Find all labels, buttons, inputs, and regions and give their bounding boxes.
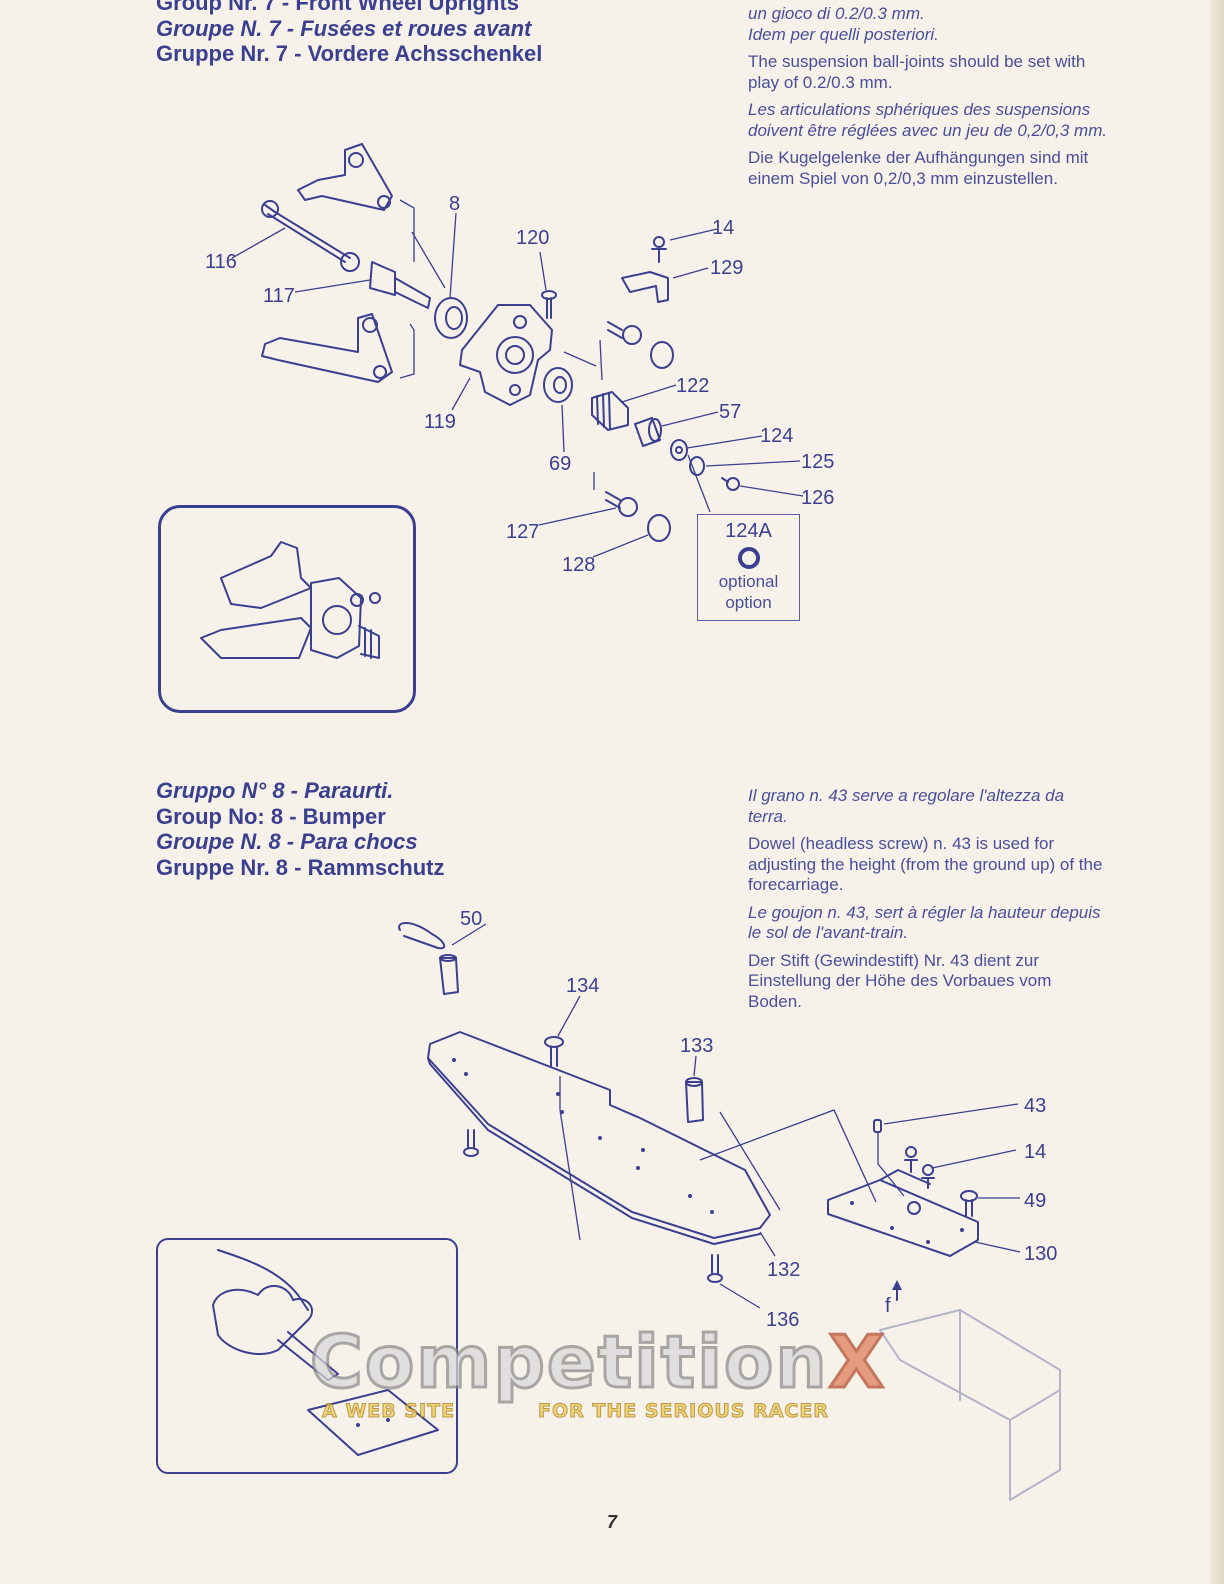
label-116: 116 — [205, 251, 237, 273]
part-117 — [369, 261, 431, 309]
label-50: 50 — [460, 908, 482, 930]
label-134: 134 — [566, 975, 599, 997]
label-127: 127 — [506, 521, 539, 543]
assembled-upright-illustration — [200, 541, 381, 659]
bumper-plate-132 — [427, 1031, 771, 1245]
option-code: 124A — [725, 520, 772, 542]
ballstud-upper — [607, 321, 642, 345]
option-it: optional — [718, 572, 779, 591]
group7-title-fr: Groupe N. 7 - Fusées et roues avant — [156, 15, 532, 41]
bracket-129 — [621, 271, 669, 303]
label-133: 133 — [680, 1035, 713, 1057]
note7-it-2: Idem per quelli posteriori. — [748, 24, 939, 44]
note7-de: Die Kugelgelenke der Aufhängungen sind m… — [748, 148, 1089, 188]
label-128: 128 — [562, 554, 595, 576]
label-120: 120 — [516, 227, 549, 249]
note8-it: Il grano n. 43 serve a regolare l'altezz… — [748, 786, 1065, 826]
group8-title: Gruppo N° 8 - Paraurti. Group No: 8 - Bu… — [156, 778, 445, 880]
upper-wishbone — [297, 143, 393, 211]
group7-title-de: Gruppe Nr. 7 - Vordere Achsschenkel — [156, 41, 543, 66]
upright-119 — [459, 304, 553, 406]
watermark-logo: CompetitionX — [309, 1319, 887, 1406]
screw-49 — [960, 1190, 978, 1217]
label-119: 119 — [424, 411, 456, 433]
note8-fr: Le goujon n. 43, sert à régler la hauteu… — [748, 902, 1101, 943]
group7-title: Group Nr. 7 - Front Wheel Uprights Group… — [156, 0, 542, 67]
watermark-sub-right: FOR THE SERIOUS RACER — [538, 1400, 829, 1423]
hand-adjust-illustration — [212, 1249, 439, 1456]
driveshaft-116 — [261, 200, 360, 272]
screw-126 — [721, 477, 740, 491]
page-number: 7 — [607, 1512, 618, 1532]
spacer-57 — [634, 417, 662, 447]
note7-en: The suspension ball-joints should be set… — [748, 52, 1086, 92]
mount-130 — [827, 1169, 979, 1257]
label-14b: 14 — [1024, 1141, 1046, 1163]
label-43: 43 — [1024, 1095, 1046, 1117]
ballstud-14b — [904, 1146, 935, 1189]
ballstud-127 — [605, 491, 638, 517]
option-box-124A: 124A optional option — [697, 514, 800, 621]
label-69: 69 — [549, 453, 571, 475]
lower-wishbone — [261, 313, 393, 383]
chassis-ghost — [879, 1309, 1061, 1501]
group8-note: Il grano n. 43 serve a regolare l'altezz… — [748, 786, 1108, 1019]
note7-fr: Les articulations sphériques des suspens… — [748, 100, 1108, 140]
screw-134 — [544, 1036, 564, 1067]
label-117: 117 — [263, 285, 295, 307]
pin-50 — [398, 922, 459, 995]
note8-de: Der Stift (Gewindestift) Nr. 43 dient zu… — [748, 950, 1052, 1011]
balljoint-upper — [650, 341, 674, 369]
screw-136 — [707, 1254, 723, 1283]
screw-under-left — [463, 1129, 479, 1157]
ballstud-14 — [651, 236, 667, 263]
group7-title-en: Group Nr. 7 - Front Wheel Uprights — [156, 0, 519, 15]
watermark-sub-left: A WEB SITE — [321, 1400, 456, 1423]
label-f: f — [885, 1295, 891, 1317]
label-49: 49 — [1024, 1190, 1046, 1212]
label-130: 130 — [1024, 1243, 1057, 1265]
label-126: 126 — [801, 487, 834, 509]
group7-note: un gioco di 0.2/0.3 mm.Idem per quelli p… — [748, 4, 1108, 196]
label-124: 124 — [760, 425, 793, 447]
note7-it: un gioco di 0.2/0.3 mm. — [748, 4, 925, 23]
label-136: 136 — [766, 1309, 799, 1331]
balljoint-128 — [647, 514, 671, 542]
group8-title-en: Group No: 8 - Bumper — [156, 803, 386, 829]
group8-title-de: Gruppe Nr. 8 - Rammschutz — [156, 854, 445, 880]
watermark: CompetitionX A WEB SITE FOR THE SERIOUS … — [309, 1319, 910, 1430]
page-edge — [1210, 0, 1224, 1584]
note8-en: Dowel (headless screw) n. 43 is used for… — [748, 834, 1103, 894]
bearing-8 — [434, 297, 468, 339]
bushing-133 — [685, 1077, 704, 1123]
label-132: 132 — [767, 1259, 800, 1281]
label-125: 125 — [801, 451, 834, 473]
label-14: 14 — [712, 217, 734, 239]
label-57: 57 — [719, 401, 741, 423]
screw-120 — [541, 290, 557, 319]
hub-122 — [591, 391, 629, 431]
label-122: 122 — [676, 375, 709, 397]
hand-inset — [156, 1238, 458, 1474]
washer-icon — [737, 547, 760, 569]
group8-title-it: Gruppo N° 8 - Paraurti. — [156, 778, 394, 803]
nut-125 — [689, 456, 705, 476]
group8-title-fr: Groupe N. 8 - Para chocs — [156, 829, 418, 854]
label-129: 129 — [710, 257, 743, 279]
bearing-69 — [543, 367, 573, 403]
label-8: 8 — [449, 193, 460, 215]
option-fr: option — [725, 593, 772, 612]
washer-124 — [670, 439, 688, 461]
assembly-inset — [158, 505, 416, 713]
dowel-43 — [873, 1119, 882, 1133]
